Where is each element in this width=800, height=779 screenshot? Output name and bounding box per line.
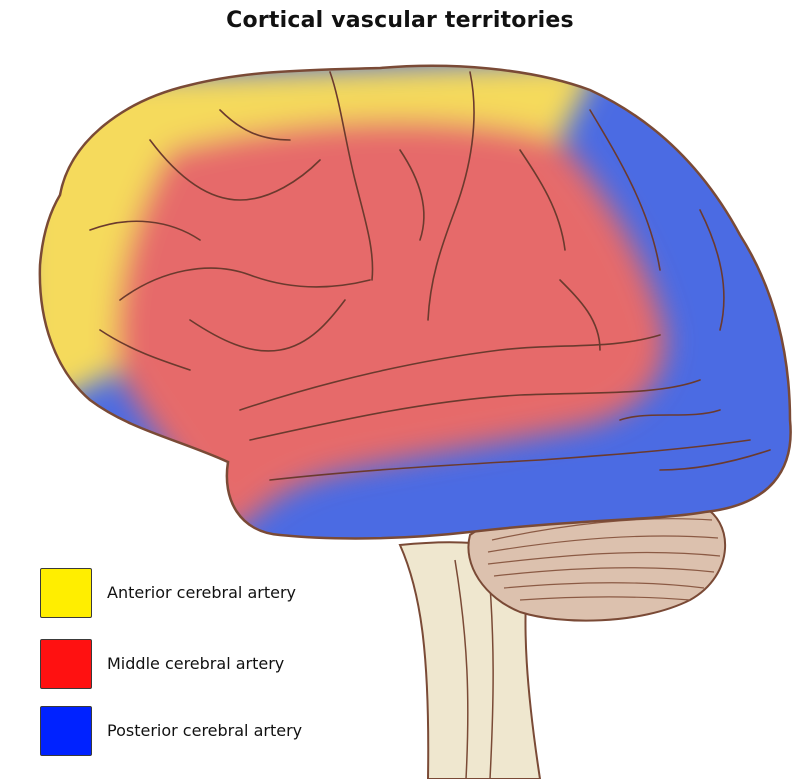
legend-swatch <box>40 639 92 689</box>
legend-label: Anterior cerebral artery <box>107 583 297 602</box>
cerebellum-folia <box>487 518 721 601</box>
legend-item-anterior: Anterior cerebral artery <box>40 568 440 620</box>
legend-item-middle: Middle cerebral artery <box>40 639 440 691</box>
brainstem-line <box>454 559 469 779</box>
legend-swatch <box>40 706 92 756</box>
legend-item-posterior: Posterior cerebral artery <box>40 706 440 758</box>
legend-swatch <box>40 568 92 618</box>
middle-territory <box>116 120 666 539</box>
legend-label: Middle cerebral artery <box>107 654 285 673</box>
cortex-sulci <box>89 71 771 481</box>
legend-label: Posterior cerebral artery <box>107 721 303 740</box>
cerebrum-outline <box>38 64 792 540</box>
diagram-title: Cortical vascular territories <box>226 8 574 33</box>
anterior-territory <box>39 65 600 420</box>
